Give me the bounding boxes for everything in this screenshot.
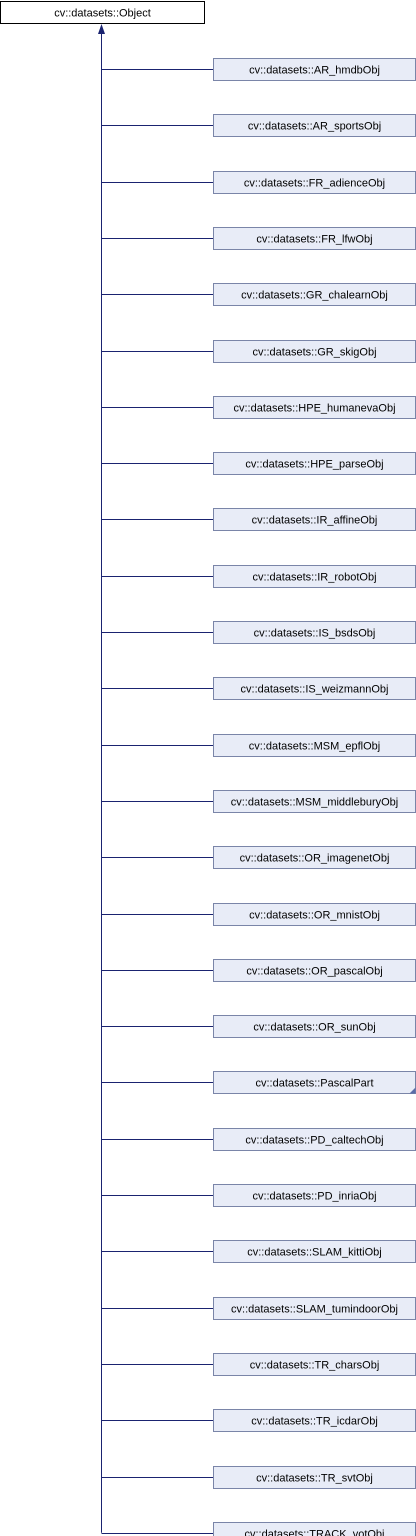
derived-class-label: cv::datasets::GR_skigObj [252, 347, 376, 359]
derived-class-node[interactable]: cv::datasets::GR_skigObj [213, 340, 416, 363]
derived-class-label: cv::datasets::MSM_middleburyObj [231, 797, 399, 809]
derived-class-label: cv::datasets::TR_icdarObj [251, 1416, 378, 1428]
derived-class-label: cv::datasets::GR_chalearnObj [241, 290, 388, 302]
derived-class-node[interactable]: cv::datasets::AR_sportsObj [213, 114, 416, 137]
derived-class-node[interactable]: cv::datasets::IR_affineObj [213, 508, 416, 531]
derived-class-node[interactable]: cv::datasets::FR_adienceObj [213, 171, 416, 194]
collapsed-children-marker-icon [409, 1087, 416, 1094]
derived-class-node[interactable]: cv::datasets::PD_caltechObj [213, 1128, 416, 1151]
derived-class-label: cv::datasets::IS_bsdsObj [254, 628, 376, 640]
derived-class-label: cv::datasets::HPE_parseObj [245, 459, 383, 471]
derived-class-label: cv::datasets::OR_sunObj [253, 1022, 375, 1034]
derived-class-node[interactable]: cv::datasets::OR_pascalObj [213, 959, 416, 982]
derived-class-label: cv::datasets::TR_svtObj [256, 1473, 373, 1485]
derived-class-label: cv::datasets::MSM_epflObj [249, 741, 380, 753]
derived-class-label: cv::datasets::OR_imagenetObj [240, 853, 390, 865]
derived-class-label: cv::datasets::TR_charsObj [250, 1360, 380, 1372]
derived-class-node[interactable]: cv::datasets::FR_lfwObj [213, 227, 416, 250]
derived-class-label: cv::datasets::OR_pascalObj [246, 966, 382, 978]
derived-class-node[interactable]: cv::datasets::PascalPart [213, 1071, 416, 1094]
derived-class-label: cv::datasets::AR_hmdbObj [249, 65, 380, 77]
derived-class-node[interactable]: cv::datasets::TRACK_votObj [213, 1522, 416, 1536]
derived-class-node[interactable]: cv::datasets::MSM_epflObj [213, 734, 416, 757]
derived-class-label: cv::datasets::SLAM_kittiObj [247, 1247, 382, 1259]
derived-class-label: cv::datasets::IR_affineObj [252, 515, 378, 527]
derived-class-node[interactable]: cv::datasets::TR_svtObj [213, 1466, 416, 1489]
derived-class-node[interactable]: cv::datasets::TR_icdarObj [213, 1409, 416, 1432]
derived-class-label: cv::datasets::OR_mnistObj [249, 910, 380, 922]
derived-class-label: cv::datasets::AR_sportsObj [248, 121, 381, 133]
inheritance-arrowhead-icon [98, 24, 105, 34]
derived-class-label: cv::datasets::IS_weizmannObj [241, 684, 389, 696]
derived-class-label: cv::datasets::HPE_humanevaObj [233, 403, 395, 415]
derived-class-node[interactable]: cv::datasets::OR_mnistObj [213, 903, 416, 926]
derived-class-label: cv::datasets::PascalPart [256, 1078, 374, 1090]
derived-class-label: cv::datasets::PD_caltechObj [245, 1135, 383, 1147]
derived-class-label: cv::datasets::SLAM_tumindoorObj [231, 1304, 398, 1316]
root-class-node[interactable]: cv::datasets::Object [0, 1, 205, 24]
derived-class-node[interactable]: cv::datasets::AR_hmdbObj [213, 58, 416, 81]
derived-class-node[interactable]: cv::datasets::IS_bsdsObj [213, 621, 416, 644]
root-class-label: cv::datasets::Object [54, 8, 151, 20]
derived-class-node[interactable]: cv::datasets::OR_sunObj [213, 1015, 416, 1038]
derived-class-node[interactable]: cv::datasets::PD_inriaObj [213, 1184, 416, 1207]
derived-classes: cv::datasets::AR_hmdbObjcv::datasets::AR… [213, 58, 416, 1536]
derived-class-label: cv::datasets::FR_lfwObj [256, 234, 372, 246]
derived-class-label: cv::datasets::PD_inriaObj [252, 1191, 376, 1203]
derived-class-label: cv::datasets::TRACK_votObj [245, 1529, 385, 1536]
derived-class-node[interactable]: cv::datasets::TR_charsObj [213, 1353, 416, 1376]
derived-class-node[interactable]: cv::datasets::IR_robotObj [213, 565, 416, 588]
derived-class-node[interactable]: cv::datasets::OR_imagenetObj [213, 846, 416, 869]
derived-class-label: cv::datasets::IR_robotObj [252, 572, 376, 584]
derived-class-node[interactable]: cv::datasets::HPE_parseObj [213, 452, 416, 475]
derived-class-node[interactable]: cv::datasets::HPE_humanevaObj [213, 396, 416, 419]
derived-class-node[interactable]: cv::datasets::MSM_middleburyObj [213, 790, 416, 813]
edges-layer [98, 24, 214, 1534]
derived-class-node[interactable]: cv::datasets::SLAM_kittiObj [213, 1240, 416, 1263]
derived-class-node[interactable]: cv::datasets::GR_chalearnObj [213, 283, 416, 306]
derived-class-node[interactable]: cv::datasets::IS_weizmannObj [213, 677, 416, 700]
derived-class-label: cv::datasets::FR_adienceObj [244, 178, 385, 190]
derived-class-node[interactable]: cv::datasets::SLAM_tumindoorObj [213, 1297, 416, 1320]
